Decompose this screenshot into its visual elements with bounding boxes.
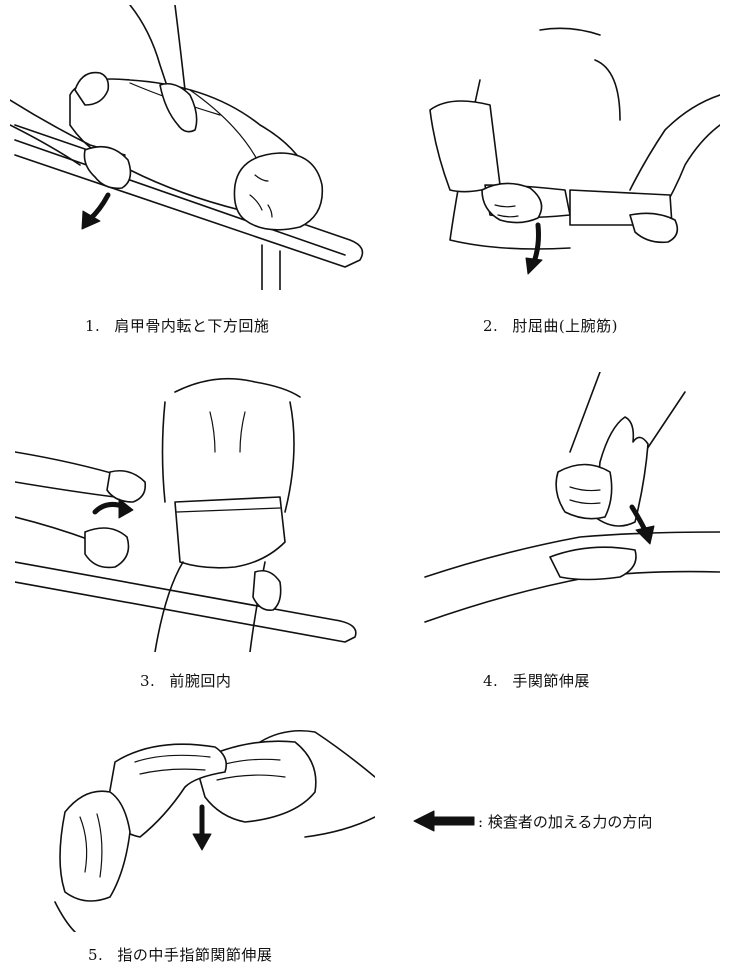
- figure-4-illustration: [420, 372, 720, 652]
- figure-5-caption: 5. 指の中手指節関節伸展: [88, 944, 272, 965]
- figure-2-label: 肘屈曲(上腕筋): [512, 317, 619, 335]
- figure-4-number: 4.: [483, 672, 499, 690]
- figure-1-drawing: [10, 5, 364, 290]
- figure-2-drawing: [429, 27, 720, 275]
- figure-2-caption: 2. 肘屈曲(上腕筋): [483, 315, 618, 336]
- force-arrow-4: [635, 525, 655, 545]
- figure-4-caption: 4. 手関節伸展: [483, 670, 590, 691]
- figure-3-label: 前腕回内: [169, 672, 232, 690]
- figure-4-label: 手関節伸展: [512, 672, 590, 690]
- figure-1-illustration: [10, 5, 380, 290]
- force-arrow-1: [81, 210, 101, 230]
- force-arrow-3: [118, 498, 134, 519]
- figure-4-drawing: [424, 372, 720, 623]
- figure-3-drawing: [15, 377, 357, 652]
- legend: : 検査者の加える力の方向: [412, 808, 652, 834]
- force-arrow-2: [525, 257, 543, 275]
- figure-1-label: 肩甲骨内転と下方回施: [114, 317, 270, 335]
- figure-1-caption: 1. 肩甲骨内転と下方回施: [85, 315, 269, 336]
- figure-3-caption: 3. 前腕回内: [140, 670, 231, 691]
- figure-5-drawing: [54, 729, 375, 932]
- figure-3-number: 3.: [140, 672, 156, 690]
- figure-5-illustration: [45, 722, 375, 932]
- legend-text: : 検査者の加える力の方向: [478, 812, 653, 831]
- figure-5-number: 5.: [88, 946, 104, 964]
- figure-2-number: 2.: [483, 317, 499, 335]
- figure-1-number: 1.: [85, 317, 101, 335]
- force-arrow-5: [192, 833, 212, 851]
- left-arrow-icon: [413, 810, 475, 832]
- figure-3-illustration: [15, 372, 375, 652]
- figure-5-label: 指の中手指節関節伸展: [117, 946, 273, 964]
- figure-2-illustration: [420, 20, 720, 280]
